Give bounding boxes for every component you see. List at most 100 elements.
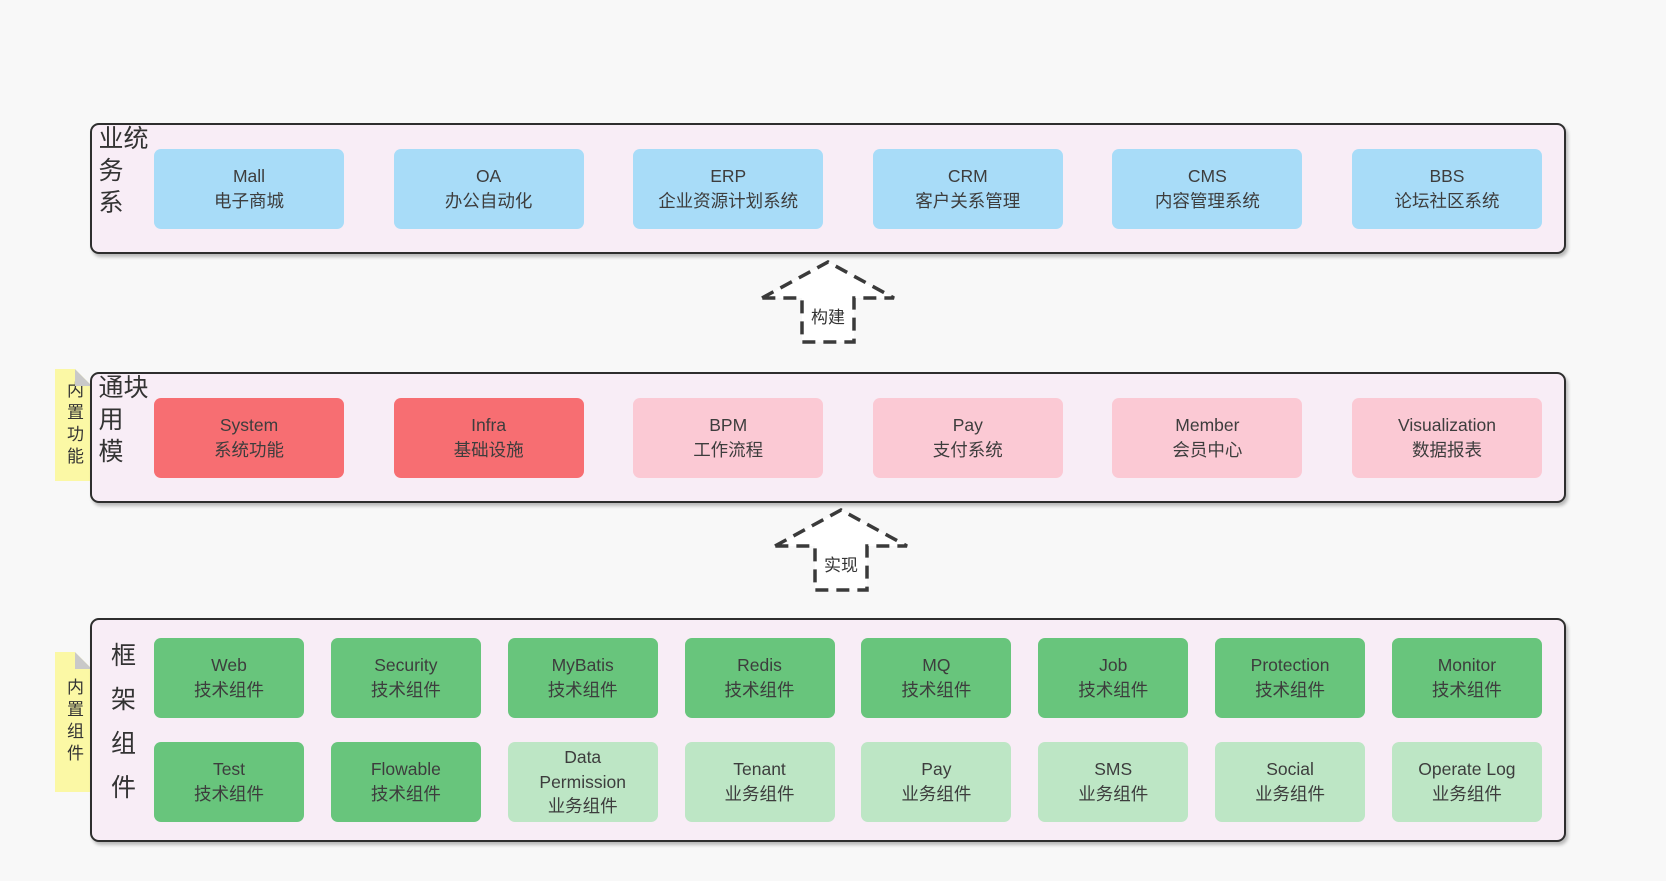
box-en-label: BPM [709, 414, 748, 435]
sticky-note-label: 内置功能 [64, 381, 83, 469]
box-en-label: Infra [471, 414, 507, 435]
box-bpm: BPM 工作流程 [633, 397, 824, 478]
box-zh-label: 支付系统 [932, 439, 1003, 460]
box-en-label: System [219, 414, 279, 435]
box-pay-business: Pay 业务组件 [861, 742, 1012, 822]
modules-boxes-row: System 系统功能 Infra 基础设施 BPM 工作流程 Pay 支付系统… [150, 374, 1564, 501]
box-job: Job 技术组件 [1038, 638, 1189, 718]
box-en-label: CMS [1187, 165, 1227, 186]
box-zh-label: 技术组件 [901, 680, 972, 700]
box-erp: ERP 企业资源计划系统 [633, 148, 824, 229]
sticky-note-builtin-components: 内置组件 [55, 652, 92, 792]
layer-label-column: 框架组件 [92, 620, 150, 840]
box-en-label: Web [211, 655, 247, 676]
box-en-label: MQ [922, 655, 951, 676]
box-operate-log: Operate Log 业务组件 [1391, 742, 1542, 822]
layer-label-business-systems: 业务系统 [95, 125, 148, 221]
box-zh-label: 技术组件 [194, 680, 264, 700]
box-mq: MQ 技术组件 [861, 638, 1012, 718]
box-zh-label: 客户关系管理 [915, 190, 1021, 211]
box-mybatis: MyBatis 技术组件 [507, 638, 658, 718]
components-row-1: Web 技术组件 Security 技术组件 MyBatis 技术组件 Redi… [154, 638, 1542, 718]
box-en-label: Tenant [733, 759, 786, 780]
box-zh-label: 业务组件 [901, 784, 972, 804]
box-zh-label: 内容管理系统 [1154, 190, 1260, 211]
box-zh-label: 技术组件 [724, 680, 795, 700]
box-zh-label: 技术组件 [547, 680, 618, 700]
arrow-build: 构建 [758, 258, 898, 346]
box-zh-label: 业务组件 [1078, 784, 1149, 804]
box-en-label: Operate Log [1418, 759, 1516, 780]
sticky-note-builtin-functions: 内置功能 [55, 369, 92, 481]
box-en-label: Visualization [1398, 414, 1496, 435]
box-en-label: Pay [921, 759, 952, 780]
components-row-2: Test 技术组件 Flowable 技术组件 Data Permission … [154, 742, 1542, 822]
box-pay: Pay 支付系统 [872, 397, 1063, 478]
box-zh-label: 技术组件 [194, 784, 264, 804]
components-grid: Web 技术组件 Security 技术组件 MyBatis 技术组件 Redi… [150, 620, 1564, 840]
box-zh-label: 基础设施 [453, 439, 524, 460]
box-en-label: Protection [1250, 655, 1330, 676]
layer-business-systems: 业务系统 Mall 电子商城 OA 办公自动化 ERP 企业资源计划系统 CRM… [90, 123, 1566, 254]
box-zh-label: 办公自动化 [444, 190, 533, 211]
box-en-label: Social [1266, 759, 1314, 780]
box-en-label: Job [1099, 655, 1128, 676]
box-monitor: Monitor 技术组件 [1391, 638, 1542, 718]
box-en-label: CRM [947, 165, 988, 186]
box-data-permission: Data Permission 业务组件 [507, 742, 658, 822]
box-en-label: BBS [1429, 165, 1465, 186]
box-tenant: Tenant 业务组件 [684, 742, 835, 822]
box-bbs: BBS 论坛社区系统 [1351, 148, 1542, 229]
box-zh-label: 技术组件 [370, 784, 441, 804]
business-boxes-row: Mall 电子商城 OA 办公自动化 ERP 企业资源计划系统 CRM 客户关系… [150, 125, 1564, 252]
box-en-label: Test [212, 759, 246, 780]
box-en-label: Monitor [1437, 655, 1497, 676]
box-crm: CRM 客户关系管理 [872, 148, 1063, 229]
arrow-label-build: 构建 [809, 302, 847, 329]
box-en-label: Mall [232, 165, 266, 186]
box-en-label: Redis [737, 655, 782, 676]
box-zh-label: 业务组件 [547, 796, 618, 817]
box-social: Social 业务组件 [1215, 742, 1366, 822]
layer-label-column: 业务系统 [92, 125, 150, 252]
box-zh-label: 数据报表 [1411, 439, 1482, 460]
box-zh-label: 技术组件 [1431, 680, 1502, 700]
box-sms: SMS 业务组件 [1038, 742, 1189, 822]
box-en-label: Data Permission [539, 746, 626, 792]
box-zh-label: 业务组件 [1255, 784, 1326, 804]
box-protection: Protection 技术组件 [1215, 638, 1366, 718]
box-en-label: OA [475, 165, 502, 186]
box-en-label: ERP [710, 165, 747, 186]
box-zh-label: 技术组件 [370, 680, 441, 700]
layer-label-column: 通用模块 [92, 374, 150, 501]
layer-label-common-modules: 通用模块 [95, 374, 148, 470]
box-zh-label: 技术组件 [1078, 680, 1149, 700]
box-security: Security 技术组件 [330, 638, 481, 718]
box-cms: CMS 内容管理系统 [1112, 148, 1303, 229]
box-member: Member 会员中心 [1112, 397, 1303, 478]
arrow-label-implement: 实现 [822, 550, 860, 577]
box-zh-label: 工作流程 [693, 439, 764, 460]
arrow-implement: 实现 [771, 506, 911, 594]
box-redis: Redis 技术组件 [684, 638, 835, 718]
box-zh-label: 会员中心 [1172, 439, 1243, 460]
box-en-label: SMS [1094, 759, 1133, 780]
box-zh-label: 系统功能 [214, 439, 284, 460]
box-en-label: Member [1175, 414, 1240, 435]
box-en-label: Pay [952, 414, 983, 435]
box-zh-label: 论坛社区系统 [1394, 190, 1500, 211]
box-infra: Infra 基础设施 [393, 397, 584, 478]
box-oa: OA 办公自动化 [393, 148, 584, 229]
box-test: Test 技术组件 [154, 742, 304, 822]
box-system: System 系统功能 [154, 397, 344, 478]
box-visualization: Visualization 数据报表 [1351, 397, 1542, 478]
box-mall: Mall 电子商城 [154, 148, 344, 229]
layer-label-framework-components: 框架组件 [107, 642, 136, 818]
box-flowable: Flowable 技术组件 [330, 742, 481, 822]
box-en-label: Flowable [370, 759, 441, 780]
box-zh-label: 业务组件 [1431, 784, 1502, 804]
box-en-label: Security [374, 655, 438, 676]
sticky-note-label: 内置组件 [64, 678, 83, 766]
layer-common-modules: 通用模块 System 系统功能 Infra 基础设施 BPM 工作流程 Pay… [90, 372, 1566, 503]
box-zh-label: 电子商城 [214, 190, 284, 211]
